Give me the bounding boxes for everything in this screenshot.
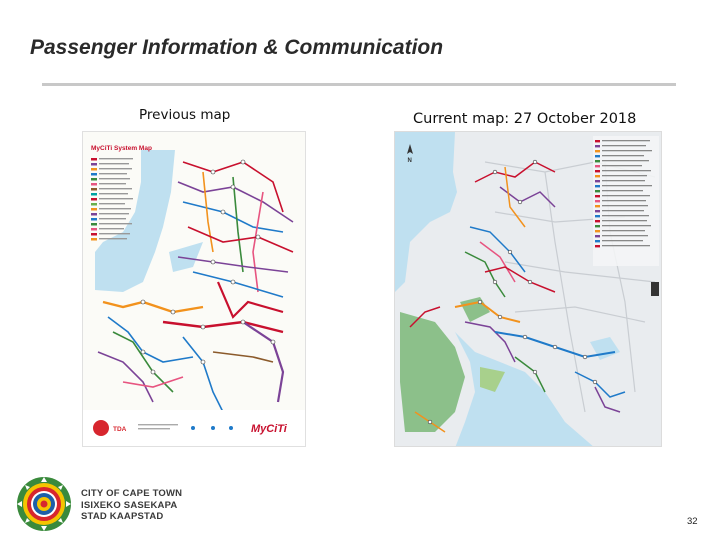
current-map-legend <box>593 136 659 266</box>
slide-title: Passenger Information & Communication <box>30 36 444 59</box>
previous-map-stops <box>140 159 276 375</box>
current-map-routes <box>409 161 626 433</box>
north-arrow-icon: N <box>407 144 413 164</box>
title-divider <box>42 83 676 86</box>
previous-map-caption: Previous map <box>139 107 231 123</box>
logo-line-xhosa: ISIXEKO SASEKAPA <box>81 499 178 511</box>
previous-map-brand: MyCiTi <box>251 423 288 435</box>
page-number: 32 <box>687 516 698 527</box>
tda-logo-icon <box>93 420 109 436</box>
previous-map-footer-left: TDA <box>113 426 127 433</box>
city-of-cape-town-logo <box>16 476 72 532</box>
city-emblem-icon <box>17 477 71 531</box>
logo-line-english: CITY OF CAPE TOWN <box>81 488 183 499</box>
previous-map-legend <box>91 158 133 241</box>
logo-line-afrikaans: STAD KAAPSTAD <box>81 511 164 522</box>
table-mountain-park <box>400 312 465 432</box>
previous-map-heading: MyCiTi System Map <box>91 145 152 152</box>
current-map-caption: Current map: 27 October 2018 <box>413 111 637 127</box>
current-map-graphic: N <box>395 132 661 446</box>
current-map-image: N <box>394 131 662 447</box>
map-key-box <box>651 282 659 296</box>
previous-map-image: MyCiTi System Map <box>82 131 306 447</box>
current-map-stops <box>427 159 598 425</box>
previous-map-graphic: MyCiTi System Map <box>83 132 305 446</box>
svg-text:N: N <box>408 158 412 164</box>
city-logo-text: CITY OF CAPE TOWN ISIXEKO SASEKAPA STAD … <box>81 488 182 523</box>
